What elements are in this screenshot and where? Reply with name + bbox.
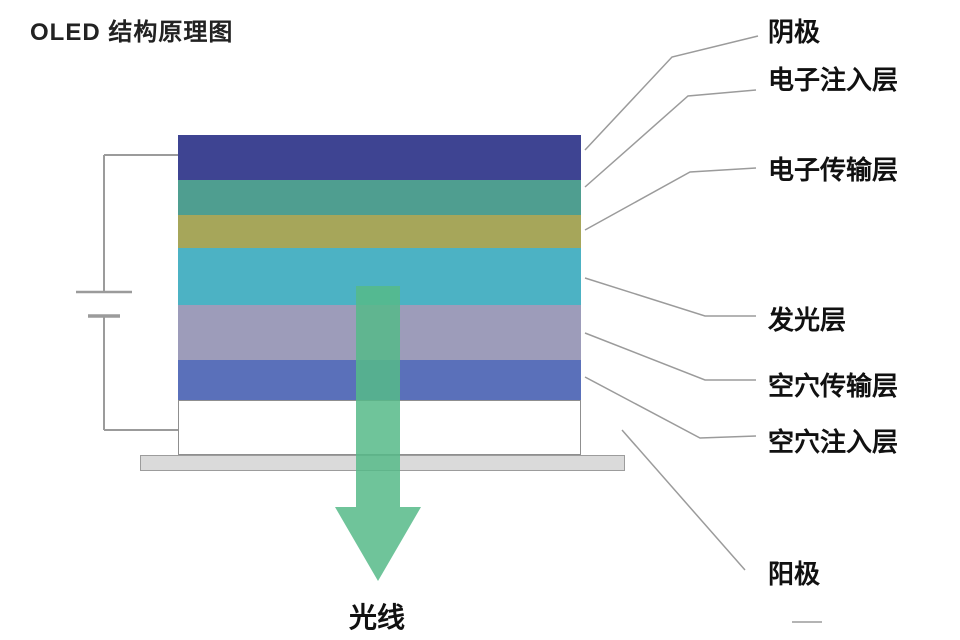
battery-icon (76, 290, 132, 318)
label-anode: 阳极 (768, 559, 821, 589)
leader-electron-injection (584, 89, 757, 188)
layer-hole-injection (178, 360, 581, 400)
label-hole-transport: 空穴传输层 (768, 371, 899, 401)
leader-electron-transport (584, 167, 757, 231)
layer-cathode (178, 135, 581, 180)
label-cathode: 阴极 (768, 17, 821, 47)
layer-emissive (178, 248, 581, 305)
label-emissive: 发光层 (768, 305, 847, 335)
label-electron-injection: 电子注入层 (768, 65, 899, 95)
leader-anode (621, 429, 746, 571)
layer-hole-transport (178, 305, 581, 360)
layer-electron-injection (178, 180, 581, 215)
label-hole-injection: 空穴注入层 (768, 427, 899, 457)
circuit-wires (103, 154, 178, 431)
label-electron-transport: 电子传输层 (768, 155, 899, 185)
leader-emissive (584, 277, 756, 317)
substrate-bar (140, 455, 625, 471)
leader-cathode (584, 35, 759, 151)
layer-anode (178, 400, 581, 455)
light-ray-label: 光线 (349, 602, 406, 633)
leader-hole-injection (584, 376, 757, 439)
layer-electron-transport (178, 215, 581, 248)
leader-hole-transport (584, 332, 756, 381)
diagram-title: OLED 结构原理图 (30, 19, 234, 46)
